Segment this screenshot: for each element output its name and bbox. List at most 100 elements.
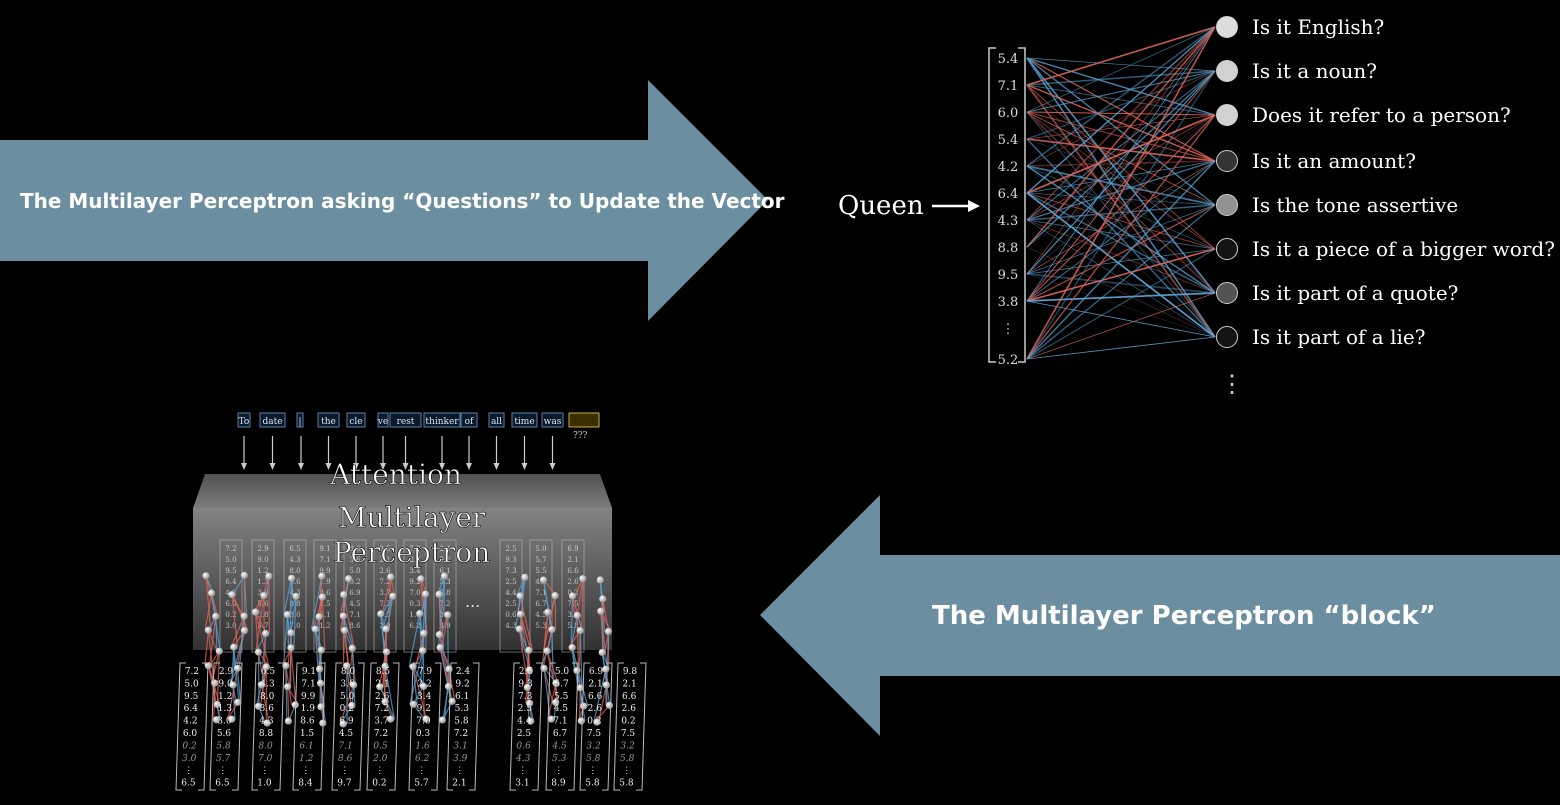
weight-line (1026, 111, 1216, 116)
output-vector-entry: 2.6 (622, 704, 637, 714)
mlp-wire (289, 578, 293, 633)
token-box (460, 412, 478, 428)
mlp-node (251, 608, 260, 616)
inner-vector-entry: 4.4 (505, 589, 517, 597)
inner-vector-entry: 1.5 (319, 600, 330, 608)
output-vector-entry: 3.2 (586, 741, 601, 751)
mlp-node (212, 612, 220, 620)
output-vector-bracket (331, 662, 342, 791)
output-vector-column: 2.99.01.21.33.05.65.85.7⋮6.5 (209, 662, 243, 791)
weight-line (1026, 114, 1216, 360)
weight-line (1026, 114, 1216, 140)
output-vector-entry: 5.0 (184, 679, 199, 689)
mlp-wire (593, 669, 607, 723)
output-vector-entry: 9.8 (623, 667, 638, 677)
vector-entry: 9.5 (998, 268, 1019, 283)
mlp-wire (254, 611, 259, 653)
inner-vector-entry: 5.7 (535, 556, 546, 564)
inner-vector-bracket (433, 539, 457, 653)
output-vector-entry: 2.1 (588, 679, 602, 689)
mlp-wire (439, 647, 453, 670)
vector-entry: ⋮ (1002, 322, 1015, 337)
inner-vector-entry: 5.5 (535, 567, 546, 575)
vector-entry: 6.0 (998, 106, 1019, 121)
mlp-node (593, 718, 601, 726)
output-vector-entry: 4.2 (183, 717, 197, 727)
inner-vector-entry: 4.5 (349, 600, 360, 608)
output-vector-bracket (636, 662, 647, 791)
mlp-node (230, 643, 238, 651)
mlp-wire (381, 576, 392, 615)
attention-layer-box (193, 474, 612, 650)
mlp-node (579, 575, 587, 583)
weight-line (1026, 192, 1216, 250)
output-vector-entry: ⋮ (588, 766, 597, 776)
mlp-wire (378, 651, 388, 687)
output-vector-entry: 2.4 (456, 667, 471, 677)
output-vector-bracket (431, 662, 442, 791)
output-vector-entry: 7.2 (374, 729, 388, 739)
mlp-wire (319, 683, 327, 724)
mlp-node (254, 648, 263, 656)
mlp-wire (207, 630, 215, 684)
output-vector-bracket (509, 662, 520, 791)
inner-vector-entry: 3.7 (379, 589, 390, 597)
neuron (1216, 282, 1238, 304)
output-vector-entry: 0.6 (516, 741, 531, 751)
output-vector-entry: 1.5 (300, 729, 315, 739)
mlp-node (202, 572, 210, 580)
token-box (389, 412, 422, 428)
mlp-node (576, 684, 584, 692)
output-vector-column: 9.17.19.91.98.61.56.11.2⋮8.4 (292, 662, 326, 791)
output-vector-entry: 6.9 (589, 667, 604, 677)
inner-vector-entry: 8.5 (379, 545, 390, 553)
inner-vector-columns: 7.25.09.56.44.26.00.23.02.99.01.21.33.05… (219, 539, 585, 653)
output-vector-bracket (175, 662, 186, 791)
weight-line (1026, 70, 1216, 221)
mlp-node (573, 611, 581, 620)
mlp-wire (442, 686, 450, 721)
mlp-wire (227, 668, 239, 720)
mlp-node (419, 647, 427, 655)
mlp-wire (581, 578, 584, 631)
output-vector-entry: 6.5 (215, 779, 230, 789)
mlp-node (420, 682, 428, 690)
mlp-wire (351, 648, 356, 706)
weight-line (1026, 160, 1216, 302)
mlp-node (526, 699, 534, 707)
output-vector-column: 9.82.16.62.60.27.53.25.8⋮5.8 (613, 662, 647, 791)
inner-vector-entry: 8.6 (349, 622, 361, 630)
mlp-wire (602, 598, 610, 632)
mlp-node (317, 646, 325, 654)
mlp-wire (423, 686, 425, 720)
mlp-node (525, 646, 533, 654)
mlp-wire (290, 596, 297, 633)
mlp-wire (570, 595, 574, 648)
mlp-wire (288, 647, 292, 687)
mlp-wire (420, 578, 428, 634)
output-vector-bracket (315, 662, 326, 791)
output-vector-column: 7.25.09.56.44.26.00.23.0⋮6.5 (175, 662, 209, 791)
token-arrowhead (549, 463, 556, 470)
output-vector-entry: 6.5 (261, 667, 276, 677)
weight-line (1026, 26, 1216, 360)
token-arrowhead (439, 463, 445, 470)
mlp-node (284, 683, 292, 691)
token-arrowhead (493, 463, 500, 470)
output-vector-entry: 7.1 (338, 741, 352, 751)
output-vector-entry: 5.8 (585, 779, 600, 789)
weight-line (1026, 57, 1216, 206)
mlp-node (416, 610, 424, 618)
output-vector-bracket (274, 662, 285, 791)
inner-vector-entry: 2.1 (567, 556, 578, 564)
weight-line (1026, 26, 1216, 167)
output-vector-entry: 6.6 (588, 692, 603, 702)
output-vector-entry: 3.6 (340, 679, 355, 689)
mlp-node (597, 607, 605, 615)
output-vector-entry: 9.9 (301, 692, 316, 702)
output-vector-entry: 7.0 (416, 717, 431, 727)
input-vector: 5.47.16.05.44.26.44.38.89.53.8⋮5.2 (998, 52, 1019, 368)
output-vector-entry: 5.3 (552, 754, 567, 764)
